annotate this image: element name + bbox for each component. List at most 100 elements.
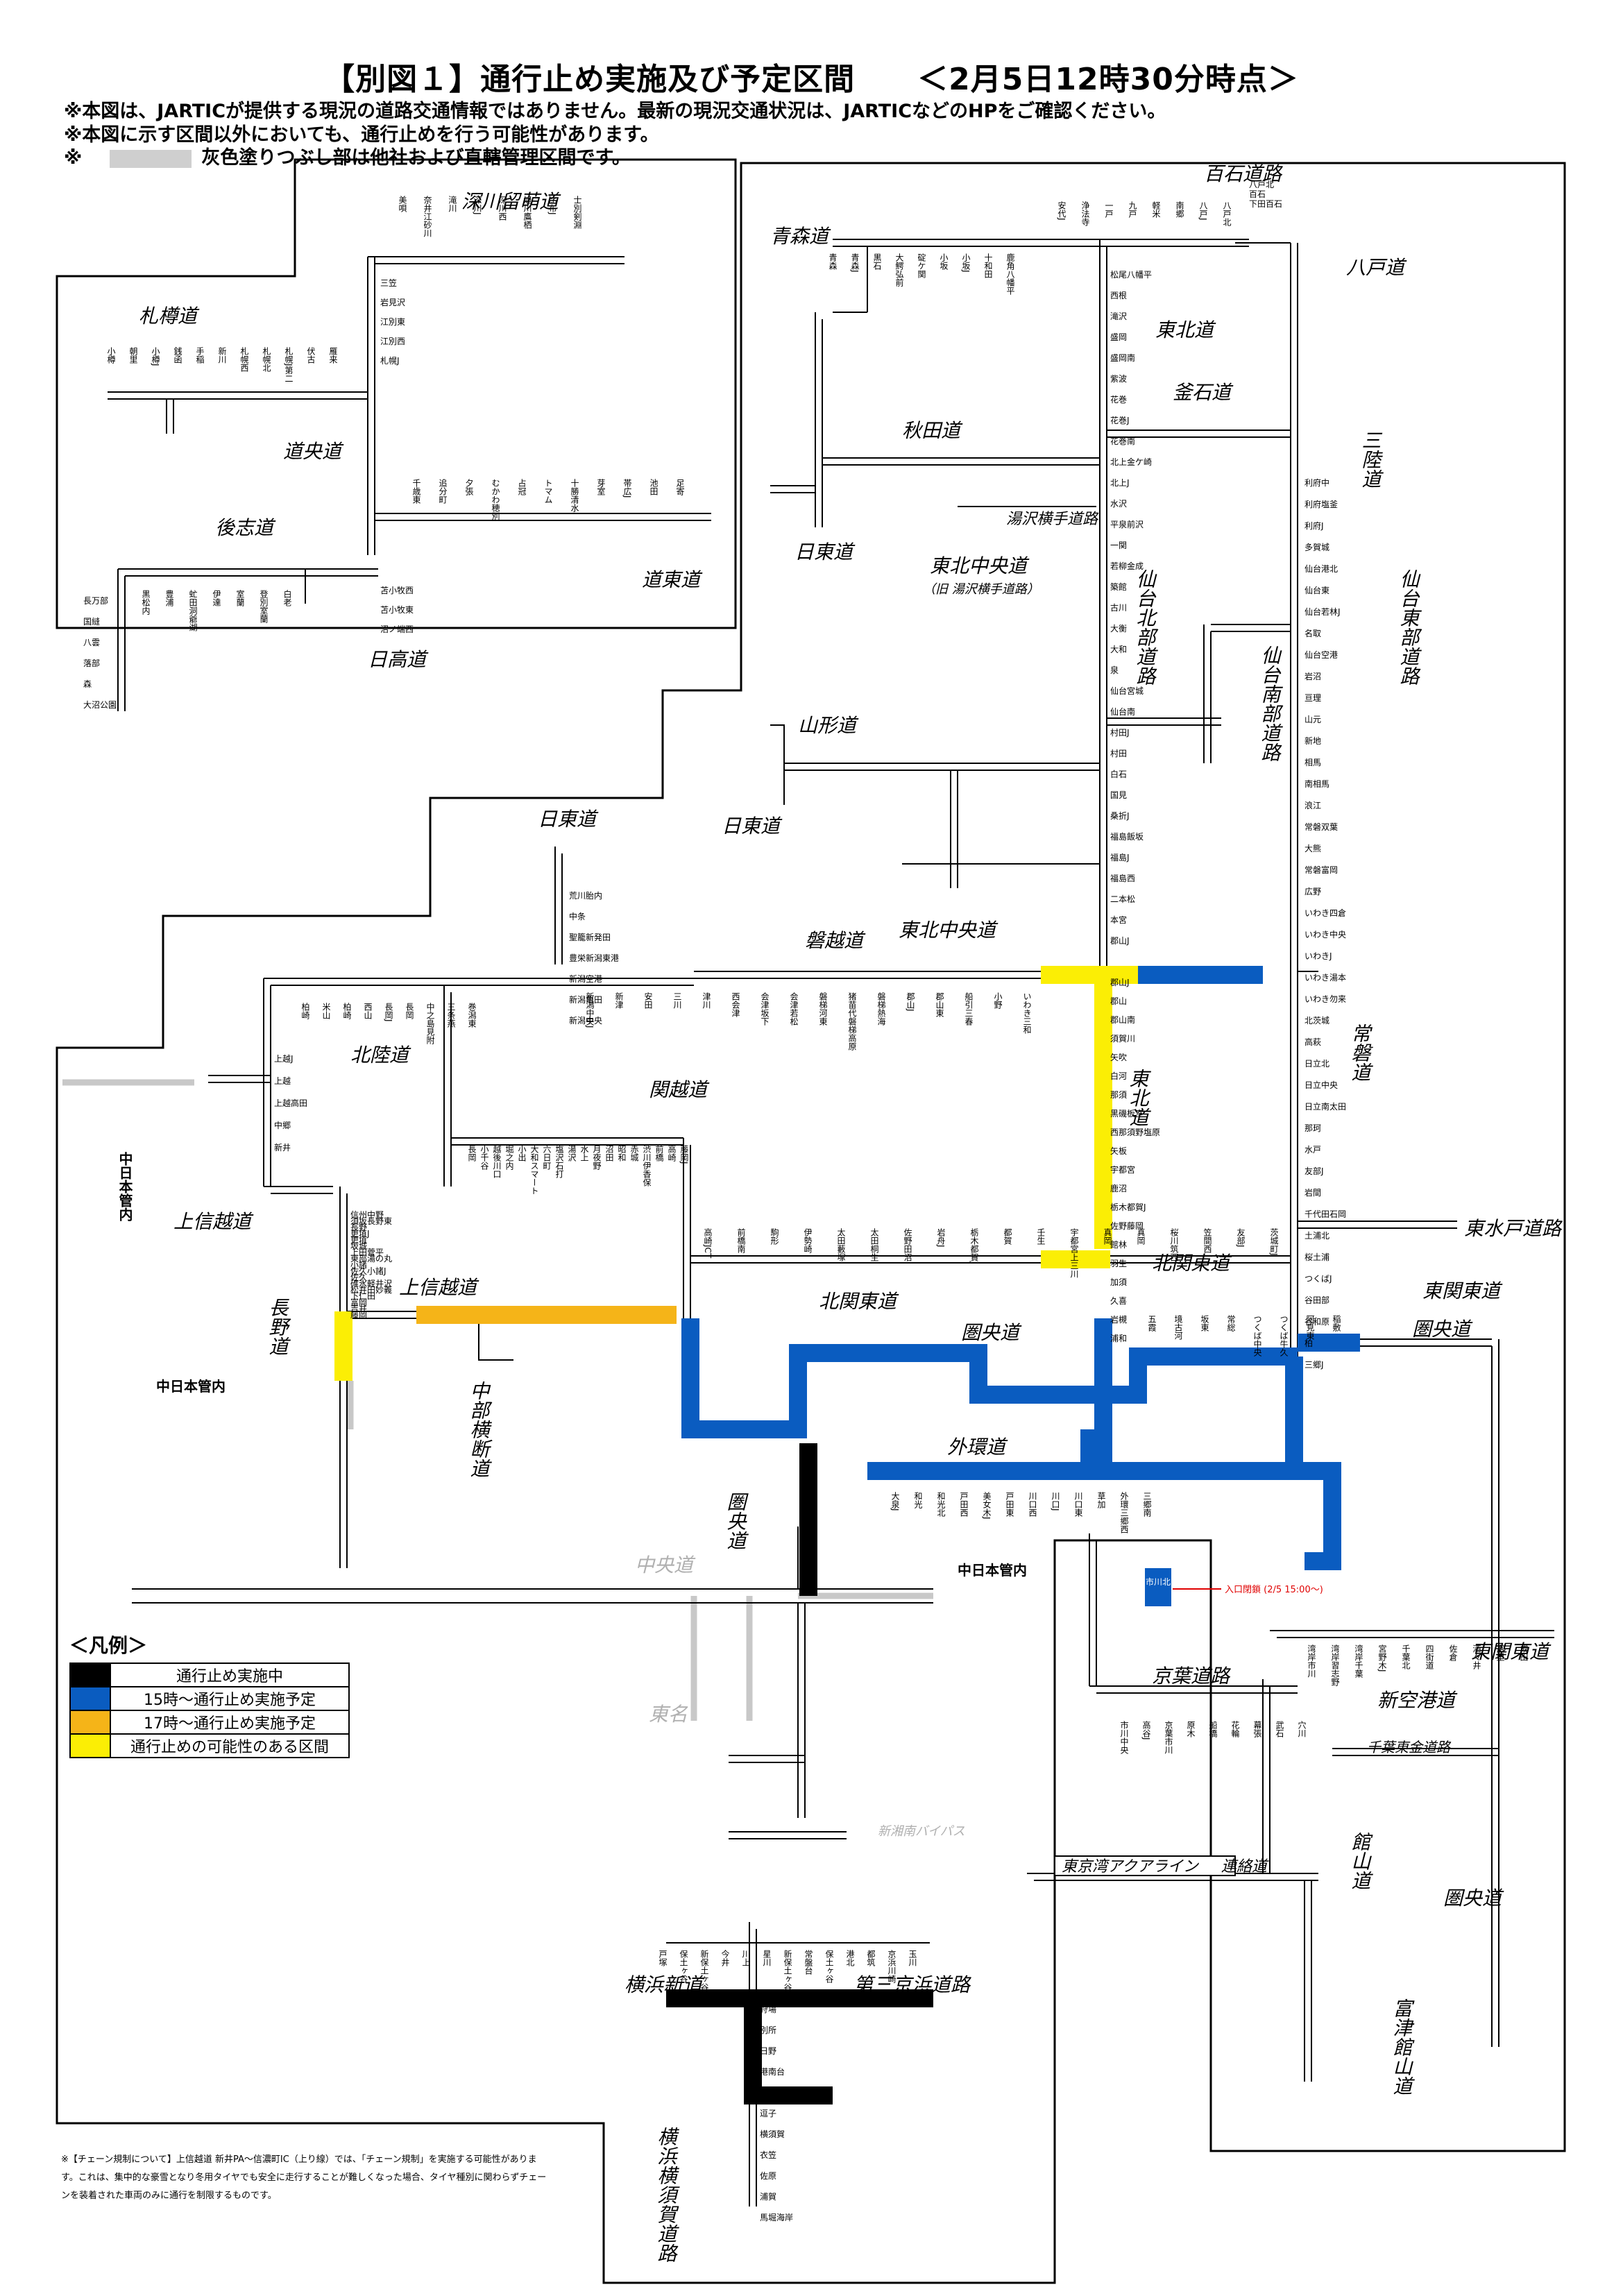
ic-label: 三笠 (380, 278, 397, 288)
ic-label: 館林 (1110, 1239, 1127, 1250)
ic-label: 長岡 (467, 1145, 477, 1162)
road-kenodo-2: 圏央道 (1412, 1318, 1473, 1341)
ic-label: 日立中央 (1305, 1080, 1338, 1090)
ic-label: 逗子 (760, 2109, 776, 2118)
ic-label: 利府中 (1305, 477, 1329, 488)
ic-label: 苫小牧東 (380, 605, 414, 615)
ic-label: 港北 (845, 1950, 855, 1967)
ic-label: 加須 (1110, 1277, 1127, 1287)
ic-label: 大鰐弘前 (894, 253, 904, 287)
ic-label: 谷田部 (1305, 1295, 1329, 1305)
ic-label: 日立北 (1305, 1058, 1329, 1069)
ic-label: 安代J (1057, 201, 1067, 221)
chunihon-2: 中日本管内 (156, 1378, 226, 1395)
ic-label: 武石 (1275, 1721, 1284, 1737)
ic-label: 桜川筑西 (1169, 1228, 1179, 1261)
ic-label: 帯広J (622, 479, 632, 498)
ic-label: 宇都宮 (1110, 1164, 1135, 1175)
ic-label: 佐原 (760, 2171, 776, 2181)
ic-label: 新潟中央 (569, 1015, 602, 1026)
ic-label: むかわ穂別 (491, 479, 500, 521)
ic-label: 月夜野 (592, 1145, 602, 1170)
ic-label: 別所 (760, 2025, 776, 2035)
road-tokyo-aqua: 東京湾アクアライン (1062, 1858, 1200, 1876)
ic-label: 今井 (720, 1949, 730, 1967)
ic-label: 草加 (1096, 1492, 1106, 1509)
ic-label: 利府J (1305, 520, 1324, 531)
ic-label: 巻潟東 (467, 1003, 477, 1028)
road-chubu-odan: 中部横断道 (467, 1381, 491, 1478)
ic-label: 東部湯の丸 (350, 1253, 392, 1264)
ic-label: 追分町 (438, 478, 448, 504)
ic-label: 白石 (1110, 769, 1127, 779)
ic-label: 白河 (1110, 1071, 1127, 1081)
road-nichito-2: 日東道 (538, 808, 599, 831)
ic-label: 宇都宮上三川 (1069, 1228, 1079, 1278)
ic-label: 相馬 (1305, 758, 1321, 767)
road-keiyo: 京葉道路 (1152, 1665, 1231, 1687)
ic-label: 六日町 (542, 1145, 552, 1170)
ic-label: 富岡 (350, 1297, 367, 1307)
ic-label: 笠間西 (1203, 1227, 1212, 1253)
road-hyakkoku: 百石道路 (1204, 162, 1283, 185)
ic-label: 馬堀海岸 (760, 2212, 793, 2222)
note-gray-text: 灰色塗りつぶし部は他社および直轄管理区間です。 (201, 147, 631, 169)
ic-label: 戸田西 (959, 1492, 969, 1517)
ic-label: 浄法寺 (1080, 201, 1090, 226)
ic-label: 市川中央 (1119, 1720, 1129, 1754)
ic-label: 十和田 (983, 253, 993, 278)
closure-label: 入口閉鎖 (2/5 15:00～) (1225, 1584, 1323, 1595)
road-tateyama: 館山道 (1349, 1832, 1372, 1890)
ic-label: 小野 (993, 992, 1003, 1009)
ic-label: 朝比奈 (760, 2088, 785, 2098)
road-kenodo-4: 圏央道 (1443, 1887, 1504, 1910)
ic-label: 札幌J (380, 355, 400, 366)
ic-label: 佐久小諸J (350, 1266, 386, 1276)
ic-label: 室蘭 (235, 589, 245, 606)
gray-sections (62, 1079, 933, 1721)
ic-label: 朝里 (128, 347, 138, 364)
ic-label: 碓氷軽井沢 (350, 1278, 392, 1289)
ic-label: 堀之内 (504, 1144, 514, 1170)
ic-label: 柏崎 (342, 1002, 352, 1019)
ic-label: 松尾八幡平 (1110, 269, 1152, 280)
ic-label: 沼ノ端西 (380, 624, 414, 634)
road-yuzawa: 湯沢横手道路 (1006, 511, 1099, 528)
legend-swatch (69, 1733, 111, 1758)
ic-label: 保土ヶ谷 (824, 1950, 834, 1984)
road-shiribeshi: 後志道 (215, 516, 276, 539)
ic-label: 湯沢 (567, 1145, 577, 1162)
ic-label: 黒磯板室 (1110, 1108, 1144, 1119)
ic-label: 境古河 (1173, 1314, 1183, 1340)
boundary-labels: 中日本管内 中日本管内 中日本管内 (117, 1151, 1027, 1579)
road-sasson: 札樽道 (139, 305, 200, 328)
ic-label: 横須賀 (760, 2129, 785, 2139)
ic-label: 新津 (614, 992, 624, 1009)
ic-label: 名取 (1305, 628, 1321, 638)
ic-label: 小坂 (939, 253, 949, 271)
legend-table: 通行止め実施中 15時～通行止め実施予定 17時～通行止め実施予定 通行止めの可… (69, 1663, 350, 1758)
ic-label: 亘理 (1305, 693, 1321, 703)
ic-label: 岩見沢 (380, 297, 405, 307)
ic-label: 雁来 (328, 347, 338, 364)
ic-label: 坂城 (350, 1241, 367, 1251)
ic-label: 花巻 (1110, 394, 1127, 405)
road-sendai-nanbu: 仙台南部道路 (1259, 645, 1282, 762)
road-shinkuko: 新空港道 (1377, 1689, 1458, 1712)
ic-label: 仙台南 (1110, 706, 1135, 717)
ic-label: いわき四倉 (1305, 908, 1346, 918)
ic-label: 大熊 (1305, 843, 1321, 853)
ic-label: 太田桐生 (869, 1227, 879, 1261)
road-kitakanto-1: 北関東道 (1152, 1252, 1232, 1275)
ic-label: 昭和 (617, 1145, 627, 1162)
road-tohoku-chuo-2: 東北中央道 (899, 919, 999, 942)
road-hidaka: 日高道 (368, 648, 429, 671)
blue-gaikan (867, 1462, 1341, 1570)
ic-label: 伊勢崎 (803, 1228, 813, 1253)
ic-label: 宮野木J (1377, 1644, 1387, 1672)
ic-label: 水上 (579, 1145, 589, 1162)
ic-label: 高崎 (667, 1144, 677, 1162)
ic-label: 銭函 (173, 346, 182, 364)
ic-label: 軽米 (1151, 201, 1161, 218)
